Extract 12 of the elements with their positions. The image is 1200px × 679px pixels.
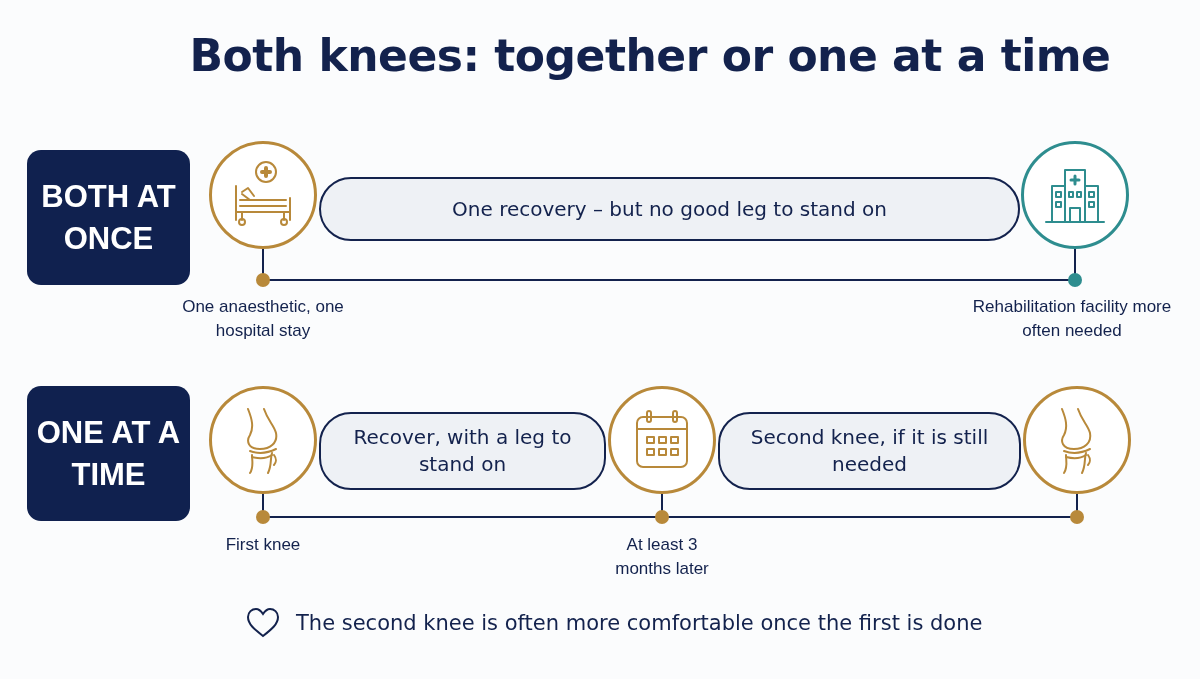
stage-caption: First knee [224, 534, 302, 556]
section-label: BOTH AT ONCE [27, 150, 190, 285]
stage-band: Recover, with a leg to stand on [319, 412, 606, 490]
section-label: ONE AT A TIME [27, 386, 190, 521]
title: Both knees: together or one at a time [188, 30, 1112, 81]
stage-band: One recovery – but no good leg to stand on [319, 177, 1020, 241]
stage-caption: One anaesthetic, one hospital stay [181, 296, 345, 342]
timeline-line [262, 248, 1076, 281]
stage-caption: At least 3 months later [614, 534, 710, 580]
footnote: The second knee is often more comfortable once the first is done [296, 611, 983, 635]
stage-band: Second knee, if it is still needed [718, 412, 1021, 490]
stage-caption: Rehabilitation facility more often needed [971, 296, 1173, 342]
